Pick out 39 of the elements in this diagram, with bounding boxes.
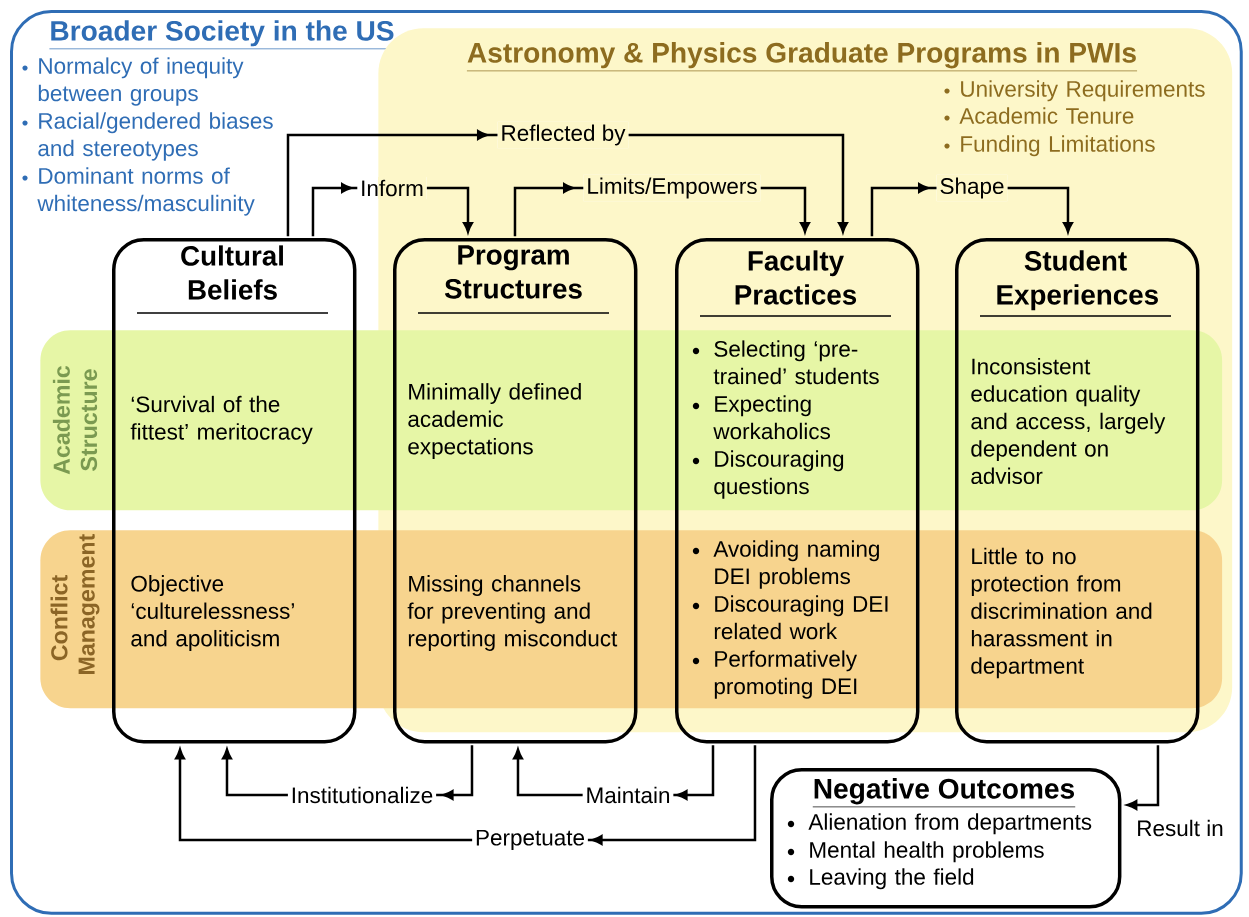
cell-text: Inconsistent education quality and access, largely dependent on advisor bbox=[971, 357, 1166, 485]
connector-arrow bbox=[1126, 745, 1160, 810]
column-heading: Student Experiences bbox=[997, 250, 1158, 311]
edge-label: Reflected by bbox=[497, 121, 629, 149]
cell-text: Missing channels for preventing and reporting misconduct bbox=[407, 575, 618, 651]
column-heading: Cultural Beliefs bbox=[181, 245, 283, 300]
bullet-item: Avoiding naming DEI problems bbox=[692, 540, 879, 589]
bullet-item: Academic Tenure bbox=[944, 107, 1134, 124]
bullet-item: Discouraging DEI related work bbox=[692, 595, 888, 640]
bullet-item: Dominant norms of whiteness/masculinity bbox=[22, 167, 255, 216]
cell-text: Minimally defined academic expectations bbox=[408, 383, 581, 459]
band-label: Conflict Management bbox=[50, 534, 100, 674]
panel-title: Negative Outcomes bbox=[812, 778, 1076, 808]
edge-label: Institutionalize bbox=[287, 783, 437, 807]
bullet-item: Performatively promoting DEI bbox=[692, 650, 857, 699]
edge-label: Result in bbox=[1138, 819, 1223, 837]
bullet-item: Alienation from departments bbox=[787, 813, 1092, 835]
edge-label: Perpetuate bbox=[472, 827, 588, 853]
column-heading: Program Structures bbox=[444, 245, 582, 299]
bullet-item: Mental health problems bbox=[787, 841, 1044, 863]
edge-label: Inform bbox=[357, 176, 427, 200]
bullet-item: Selecting ‘pre-trained’ students bbox=[692, 340, 879, 385]
bullet-item: Expecting workaholics bbox=[692, 395, 830, 440]
edge-label: Limits/Empowers bbox=[583, 174, 761, 202]
bullet-item: Normalcy of inequity between groups bbox=[22, 57, 244, 106]
bullet-item: Leaving the field bbox=[787, 868, 974, 890]
bullet-item: University Requirements bbox=[944, 80, 1205, 102]
bullet-item: Racial/gendered biases and stereotypes bbox=[22, 112, 273, 161]
bullet-item: Discouraging questions bbox=[692, 450, 844, 499]
cell-text: Objective ‘culturelessness’ and apoliticism bbox=[131, 575, 294, 651]
edge-label: Shape bbox=[936, 174, 1008, 202]
panel-title: Broader Society in the US bbox=[49, 20, 395, 50]
panel-title: Astronomy & Physics Graduate Programs in PWIs bbox=[466, 42, 1138, 72]
cell-text: ‘Survival of the fittest’ meritocracy bbox=[130, 395, 313, 445]
band-label: Academic Structure bbox=[52, 365, 98, 475]
column-heading: Faculty Practices bbox=[735, 250, 857, 305]
cell-text: Little to no protection from discrimination and harassment in department bbox=[971, 547, 1152, 679]
bullet-item: Funding Limitations bbox=[944, 135, 1155, 157]
edge-label: Maintain bbox=[582, 783, 674, 807]
